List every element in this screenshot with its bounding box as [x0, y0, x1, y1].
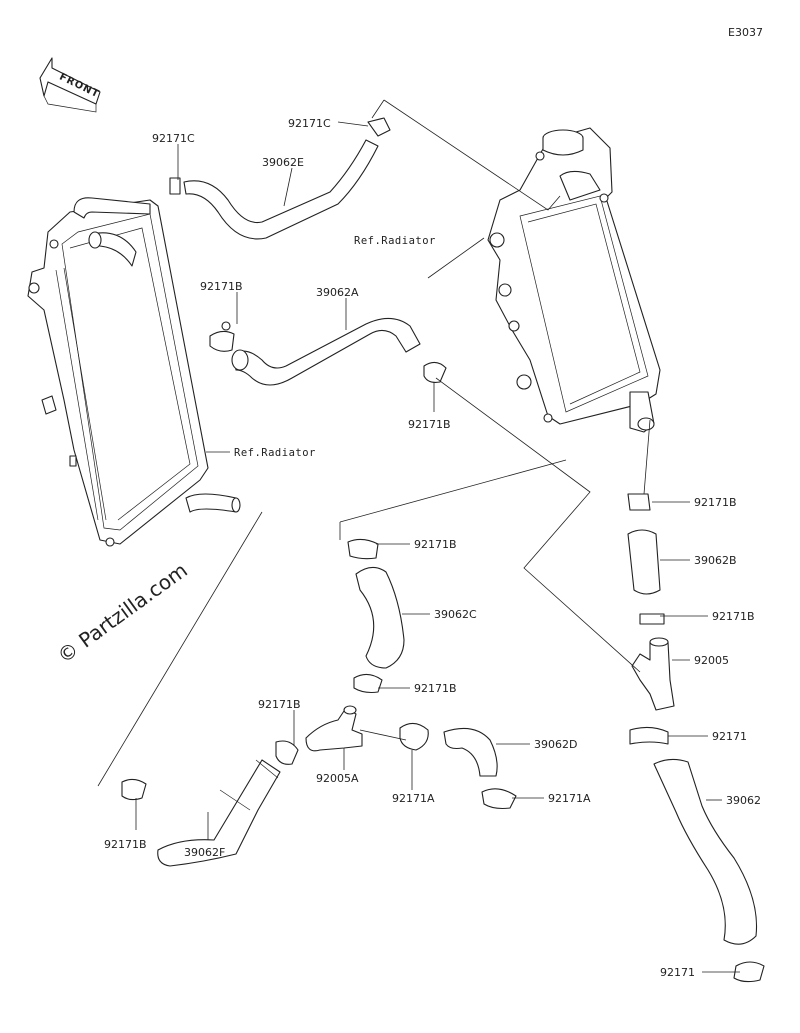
- ref-radiator-left: Ref.Radiator: [234, 447, 316, 459]
- label-92171B-d: 92171B: [712, 610, 755, 623]
- label-92171C-b: 92171C: [288, 117, 331, 130]
- label-92005: 92005: [694, 654, 729, 667]
- hose-39062A: [209, 317, 447, 386]
- hose-39062D: [443, 727, 517, 810]
- diagram-code: E3037: [728, 26, 763, 39]
- left-radiator: [27, 197, 241, 547]
- fitting-92005A: [275, 705, 429, 765]
- hose-39062E: [169, 117, 391, 240]
- watermark: © Partzilla.com: [53, 558, 192, 668]
- hose-39062C: [347, 538, 405, 694]
- label-92171B-f: 92171B: [414, 682, 457, 695]
- label-39062F: 39062F: [184, 846, 225, 859]
- label-92171A-a: 92171A: [392, 792, 435, 805]
- fitting-92005: [629, 637, 675, 745]
- label-92171B-e: 92171B: [414, 538, 457, 551]
- label-39062: 39062: [726, 794, 761, 807]
- hose-39062F: [121, 759, 281, 867]
- hose-39062: [653, 758, 765, 983]
- label-92171B-a: 92171B: [200, 280, 243, 293]
- leader-lines: [97, 99, 740, 973]
- label-92171B-c: 92171B: [694, 496, 737, 509]
- hose-39062B: [627, 493, 665, 625]
- label-39062E: 39062E: [262, 156, 304, 169]
- label-92171A-b: 92171A: [548, 792, 591, 805]
- front-arrow-icon: FRONT: [39, 57, 101, 113]
- label-92171C-a: 92171C: [152, 132, 195, 145]
- label-39062B: 39062B: [694, 554, 737, 567]
- label-39062D: 39062D: [534, 738, 577, 751]
- label-92171B-g: 92171B: [258, 698, 301, 711]
- label-92171-b: 92171: [660, 966, 695, 979]
- label-92171B-b: 92171B: [408, 418, 451, 431]
- ref-radiator-right: Ref.Radiator: [354, 235, 436, 247]
- label-39062A: 39062A: [316, 286, 359, 299]
- label-39062C: 39062C: [434, 608, 477, 621]
- right-radiator: [487, 127, 661, 433]
- label-92171-a: 92171: [712, 730, 747, 743]
- label-92005A: 92005A: [316, 772, 359, 785]
- label-92171B-h: 92171B: [104, 838, 147, 851]
